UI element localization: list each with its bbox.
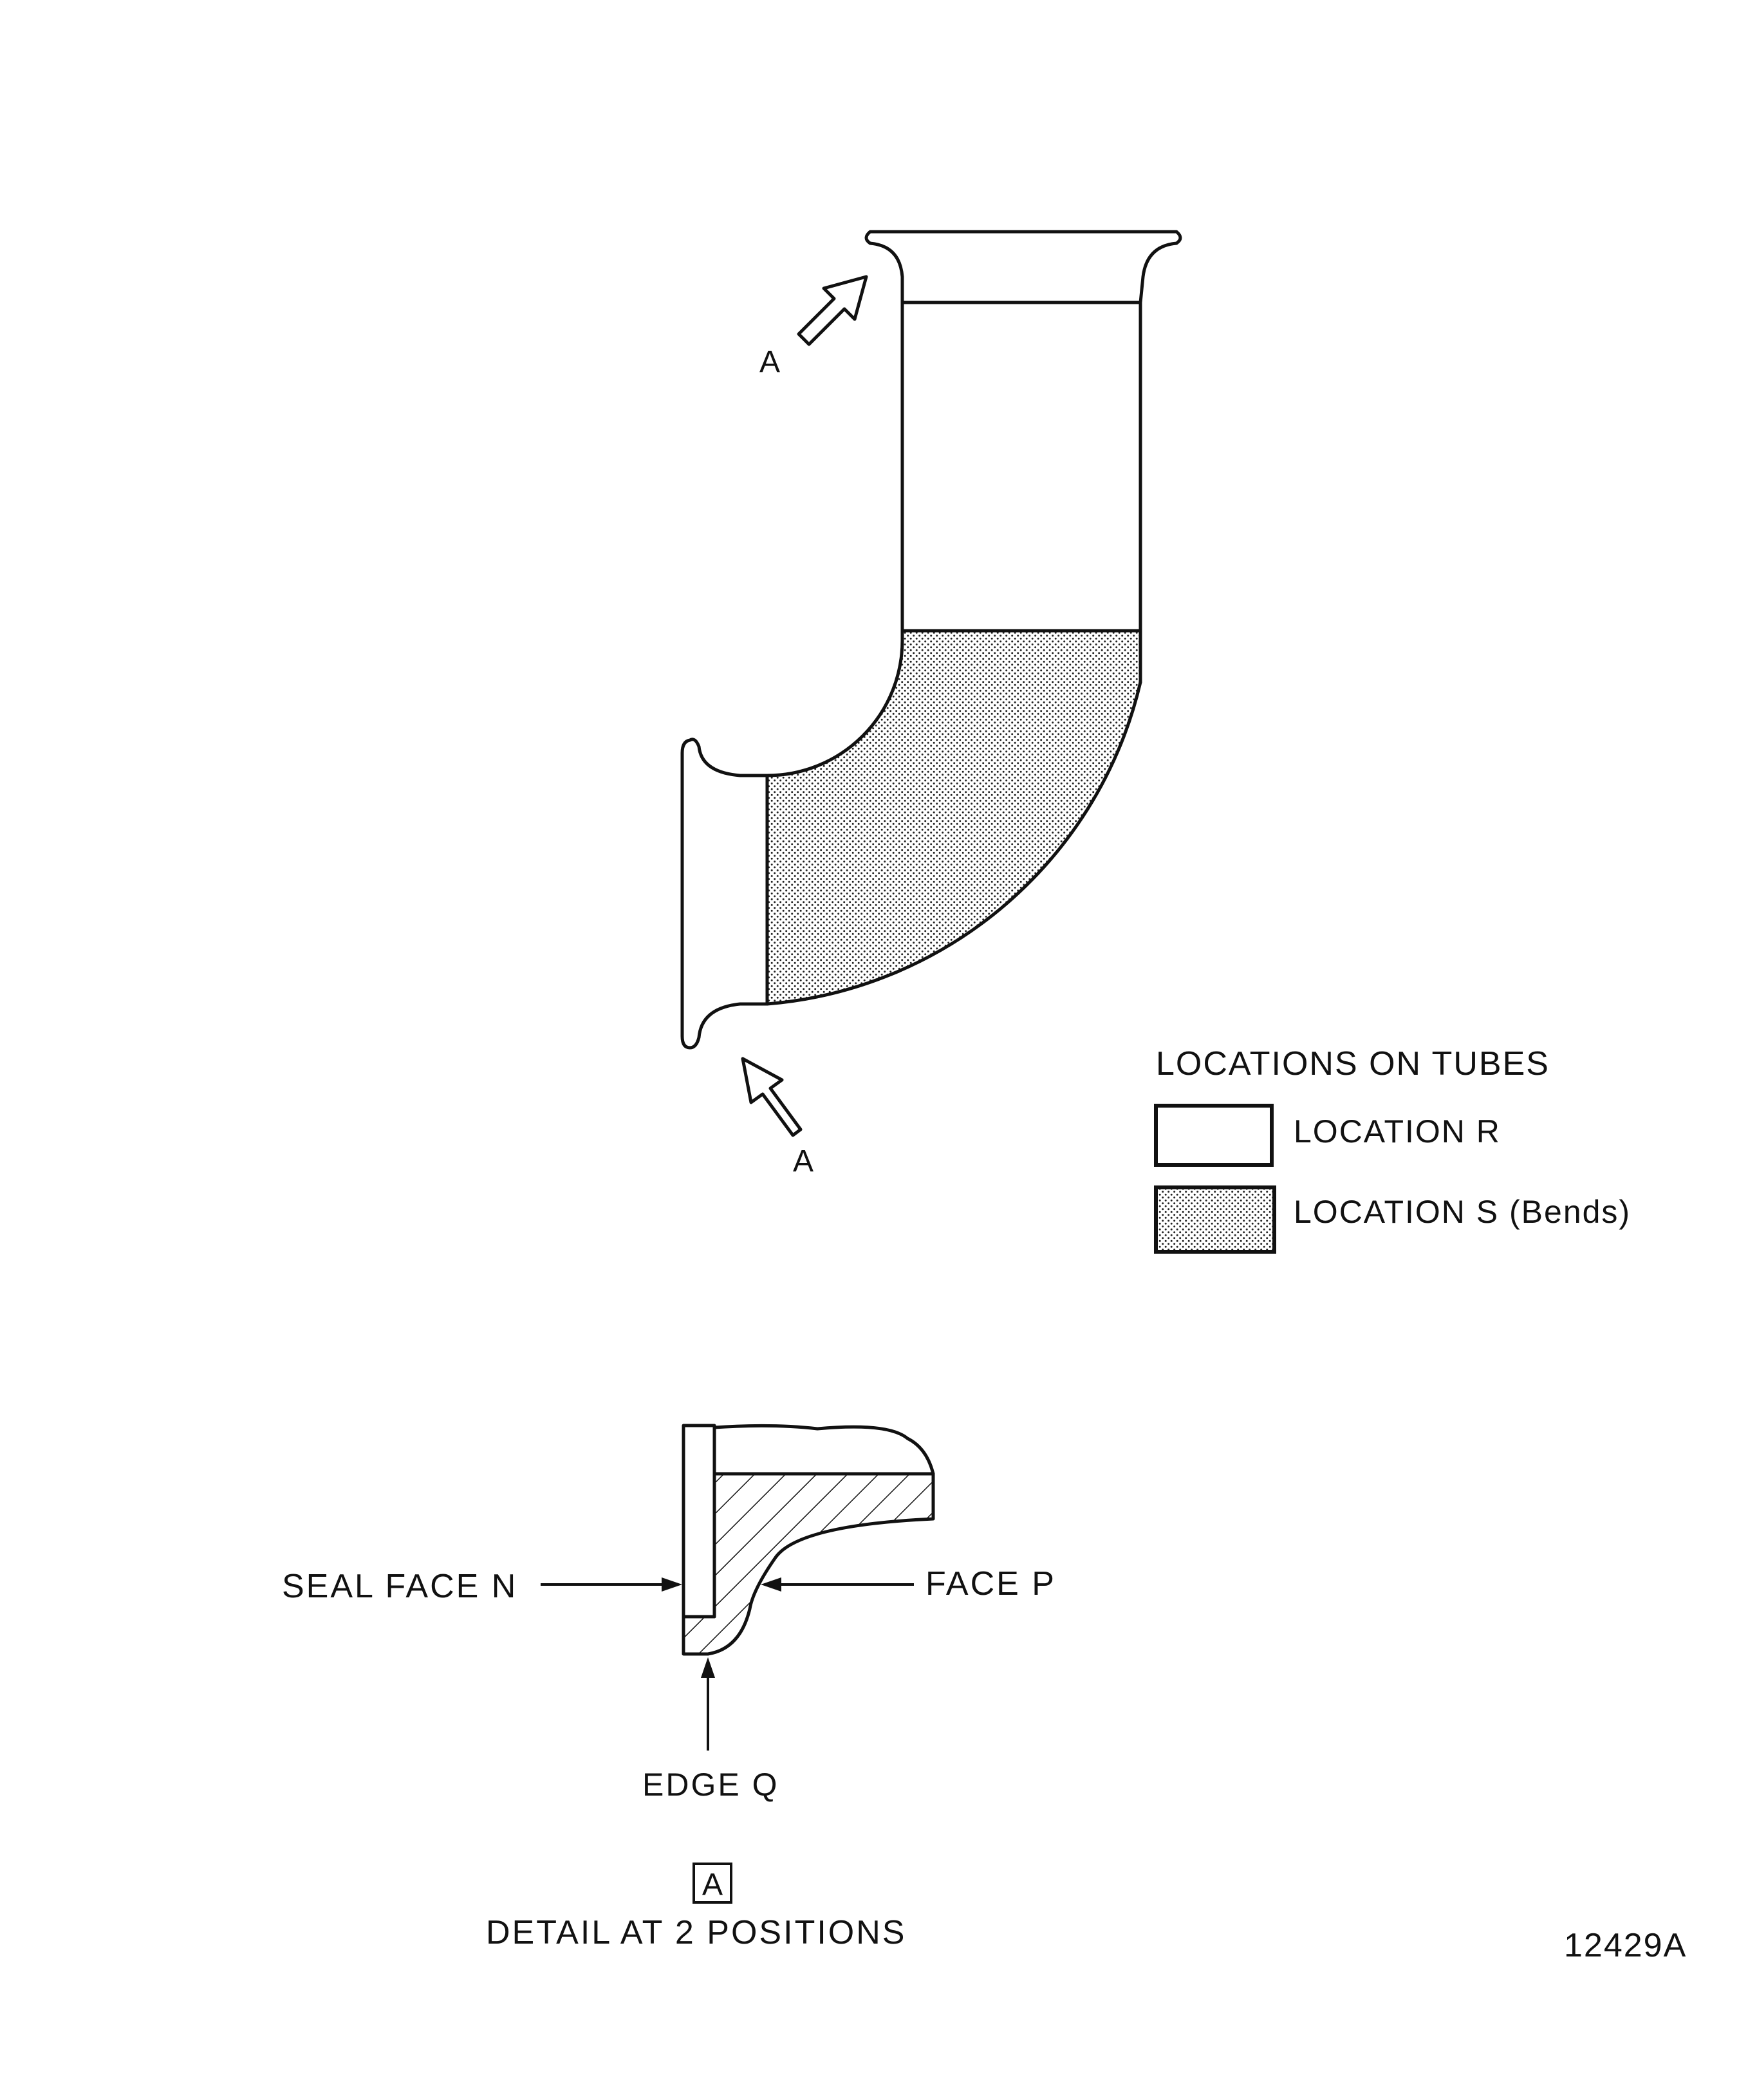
view-arrow-lower-icon xyxy=(741,1057,803,1137)
face-p-arrowhead xyxy=(761,1577,781,1592)
face-p-label: FACE P xyxy=(925,1565,1056,1603)
detail-seal-face-strip xyxy=(682,1424,716,1619)
bent-tube xyxy=(680,230,1182,1050)
bend-outer-curve xyxy=(765,680,1142,1006)
top-flange xyxy=(864,230,1182,304)
tube-bend-location-s xyxy=(767,631,1140,1004)
detail-caption: DETAIL AT 2 POSITIONS xyxy=(486,1914,906,1951)
view-arrow-upper-label: A xyxy=(759,345,780,379)
figure-number: 12429A xyxy=(1564,1927,1687,1964)
edge-q-arrowhead xyxy=(701,1657,715,1678)
bend-inner-curve xyxy=(765,638,904,777)
detail-leaders xyxy=(541,1577,914,1751)
view-arrow-upper-icon xyxy=(797,275,868,346)
detail-break-region xyxy=(712,1424,935,1476)
legend-title: LOCATIONS ON TUBES xyxy=(1156,1045,1550,1083)
legend-label-location-r: LOCATION R xyxy=(1294,1113,1501,1149)
seal-face-arrowhead xyxy=(662,1577,682,1592)
detail-marker-letter: A xyxy=(702,1868,723,1902)
detail-hatched-section xyxy=(682,1472,935,1656)
left-flange xyxy=(680,738,769,1050)
detail-marker-box xyxy=(693,1863,732,1904)
view-arrow-lower: A xyxy=(741,1057,813,1178)
legend-swatch-location-s xyxy=(1154,1185,1276,1254)
legend: LOCATIONS ON TUBES LOCATION R LOCATION S… xyxy=(1154,1045,1631,1254)
view-arrow-upper: A xyxy=(759,275,868,379)
seal-face-n-label: SEAL FACE N xyxy=(282,1568,517,1605)
edge-q-label: EDGE Q xyxy=(642,1767,779,1803)
view-arrow-lower-label: A xyxy=(793,1144,813,1178)
legend-swatch-location-r xyxy=(1154,1104,1274,1167)
detail-a-section xyxy=(682,1424,935,1656)
legend-label-location-s: LOCATION S (Bends) xyxy=(1294,1194,1631,1230)
